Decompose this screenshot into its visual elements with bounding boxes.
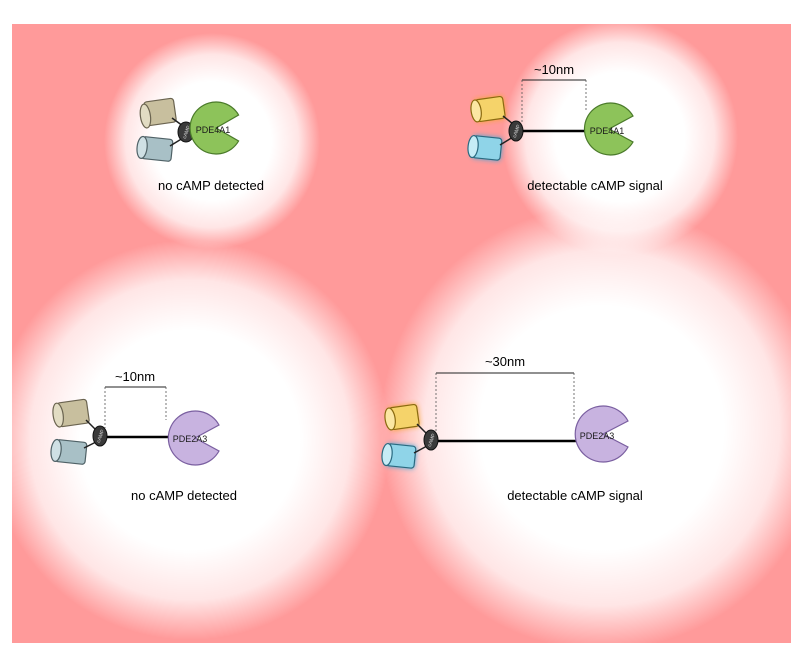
distance-label: ~30nm	[485, 354, 525, 369]
camp-binding-label: cAMP	[96, 428, 106, 443]
pde2a3-enzyme	[167, 410, 220, 466]
panel-bottom-left: ~10nm cAMP PDE2A3 no cAMP detected	[50, 369, 237, 503]
yfp-cylinder-inactive	[139, 97, 177, 129]
enzyme-label-pde4a1: PDE4A1	[196, 125, 231, 135]
caption-no-camp: no cAMP detected	[158, 178, 264, 193]
camp-binding-label: cAMP	[182, 124, 192, 139]
enzyme-label-pde2a3: PDE2A3	[580, 431, 615, 441]
pde2a3-enzyme	[574, 405, 629, 463]
panel-top-left: cAMP PDE4A1 no cAMP detected	[136, 97, 264, 193]
camp-binding-label: cAMP	[427, 432, 437, 447]
panel-top-right: ~10nm cAMP PDE4A1 detectable cAMP signal	[467, 62, 663, 193]
cfp-cylinder-inactive	[136, 135, 174, 162]
yfp-cylinder-glowing	[470, 95, 507, 123]
pde4a1-enzyme	[189, 101, 240, 155]
distance-label: ~10nm	[115, 369, 155, 384]
caption-detectable: detectable cAMP signal	[527, 178, 663, 193]
cfp-cylinder-inactive	[50, 438, 88, 465]
cfp-cylinder-glowing	[467, 134, 503, 162]
pde4a1-enzyme	[583, 102, 634, 156]
caption-no-camp: no cAMP detected	[131, 488, 237, 503]
panel-bottom-right: ~30nm cAMP PDE2A3 detectable cAMP signal	[381, 354, 643, 503]
enzyme-label-pde2a3: PDE2A3	[173, 434, 208, 444]
yfp-cylinder-inactive	[52, 398, 90, 428]
distance-label: ~10nm	[534, 62, 574, 77]
cfp-cylinder-glowing	[381, 442, 417, 470]
enzyme-label-pde4a1: PDE4A1	[590, 126, 625, 136]
yfp-cylinder-glowing	[384, 403, 421, 431]
camp-binding-label: cAMP	[512, 123, 522, 138]
caption-detectable: detectable cAMP signal	[507, 488, 643, 503]
